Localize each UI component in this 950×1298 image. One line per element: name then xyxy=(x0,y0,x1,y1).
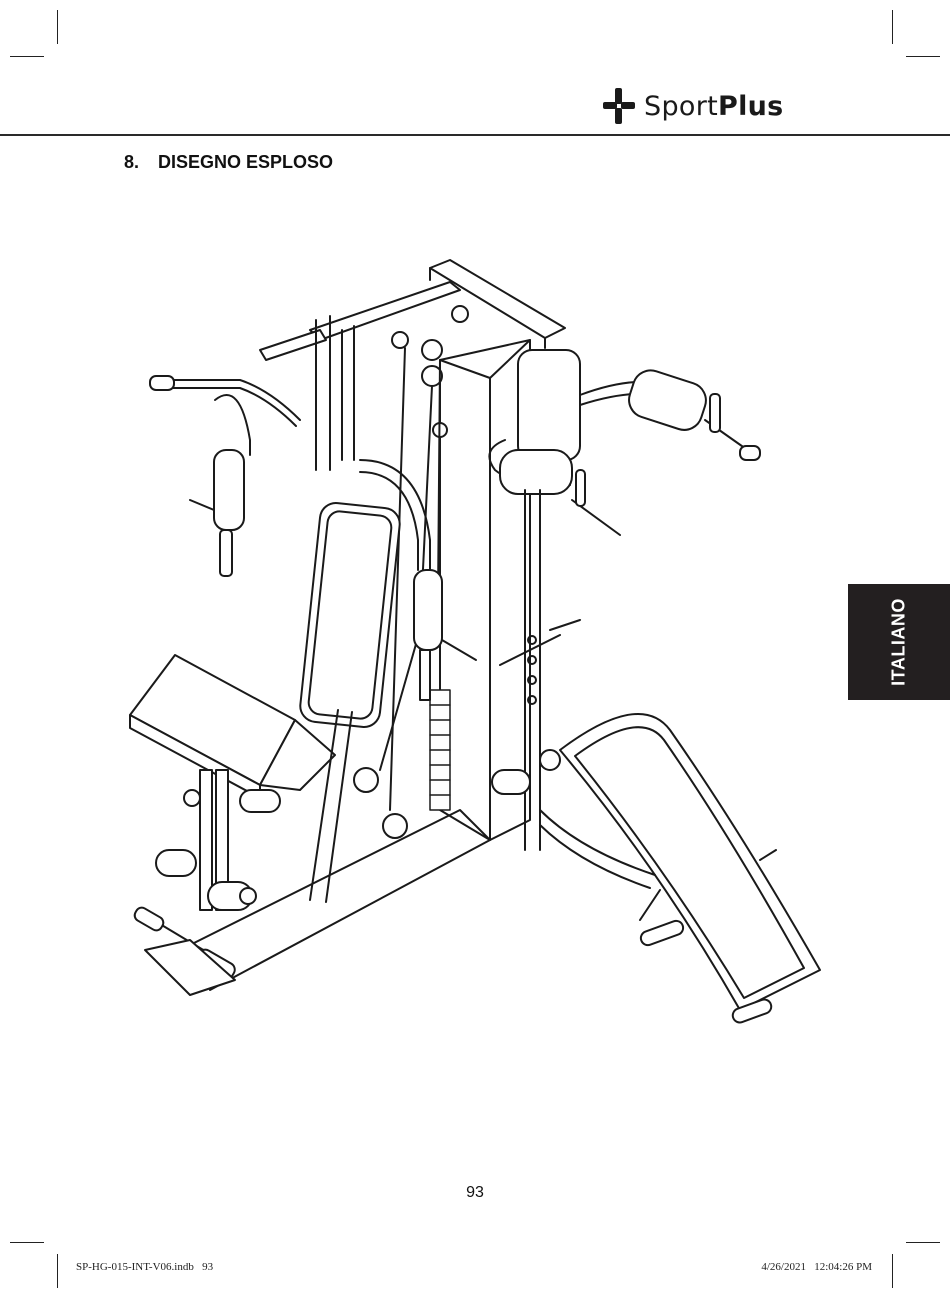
weight-plates xyxy=(429,689,451,811)
language-tab-label: ITALIANO xyxy=(888,598,909,686)
crop-mark xyxy=(10,56,44,57)
header-rule xyxy=(0,134,950,136)
top-frame xyxy=(259,259,566,471)
crop-mark xyxy=(10,1242,44,1243)
section-title: DISEGNO ESPLOSO xyxy=(158,152,334,172)
dip-station xyxy=(488,349,761,851)
crop-mark xyxy=(57,10,58,44)
crop-mark xyxy=(892,1254,893,1288)
brand-name-light: Sport xyxy=(644,90,718,122)
print-slug-file: SP-HG-015-INT-V06.indb 93 xyxy=(76,1261,214,1273)
crop-mark xyxy=(906,56,940,57)
sportplus-mark-icon xyxy=(603,88,635,124)
press-arm-right xyxy=(359,459,477,701)
brand-wordmark: SportPlus xyxy=(644,91,784,122)
home-gym-exploded-drawing xyxy=(129,259,821,1024)
section-number: 8. xyxy=(124,152,140,172)
brand-name-bold: Plus xyxy=(717,90,784,122)
print-slug-timestamp: 4/26/2021 12:04:26 PM xyxy=(761,1261,872,1273)
base-frame xyxy=(133,709,491,996)
press-arm-left xyxy=(149,375,301,577)
crop-mark xyxy=(57,1254,58,1288)
back-pad xyxy=(299,502,401,728)
leg-rollers xyxy=(155,849,257,911)
weight-tower xyxy=(439,339,531,841)
section-heading: 8. DISEGNO ESPLOSO xyxy=(124,152,333,173)
sit-up-bench xyxy=(539,713,821,1024)
crop-mark xyxy=(892,10,893,44)
brand-logo: SportPlus xyxy=(602,86,784,126)
crop-mark xyxy=(906,1242,940,1243)
page-number: 93 xyxy=(466,1184,484,1201)
language-tab: ITALIANO xyxy=(848,584,950,700)
preacher-curl-pad xyxy=(129,654,336,911)
